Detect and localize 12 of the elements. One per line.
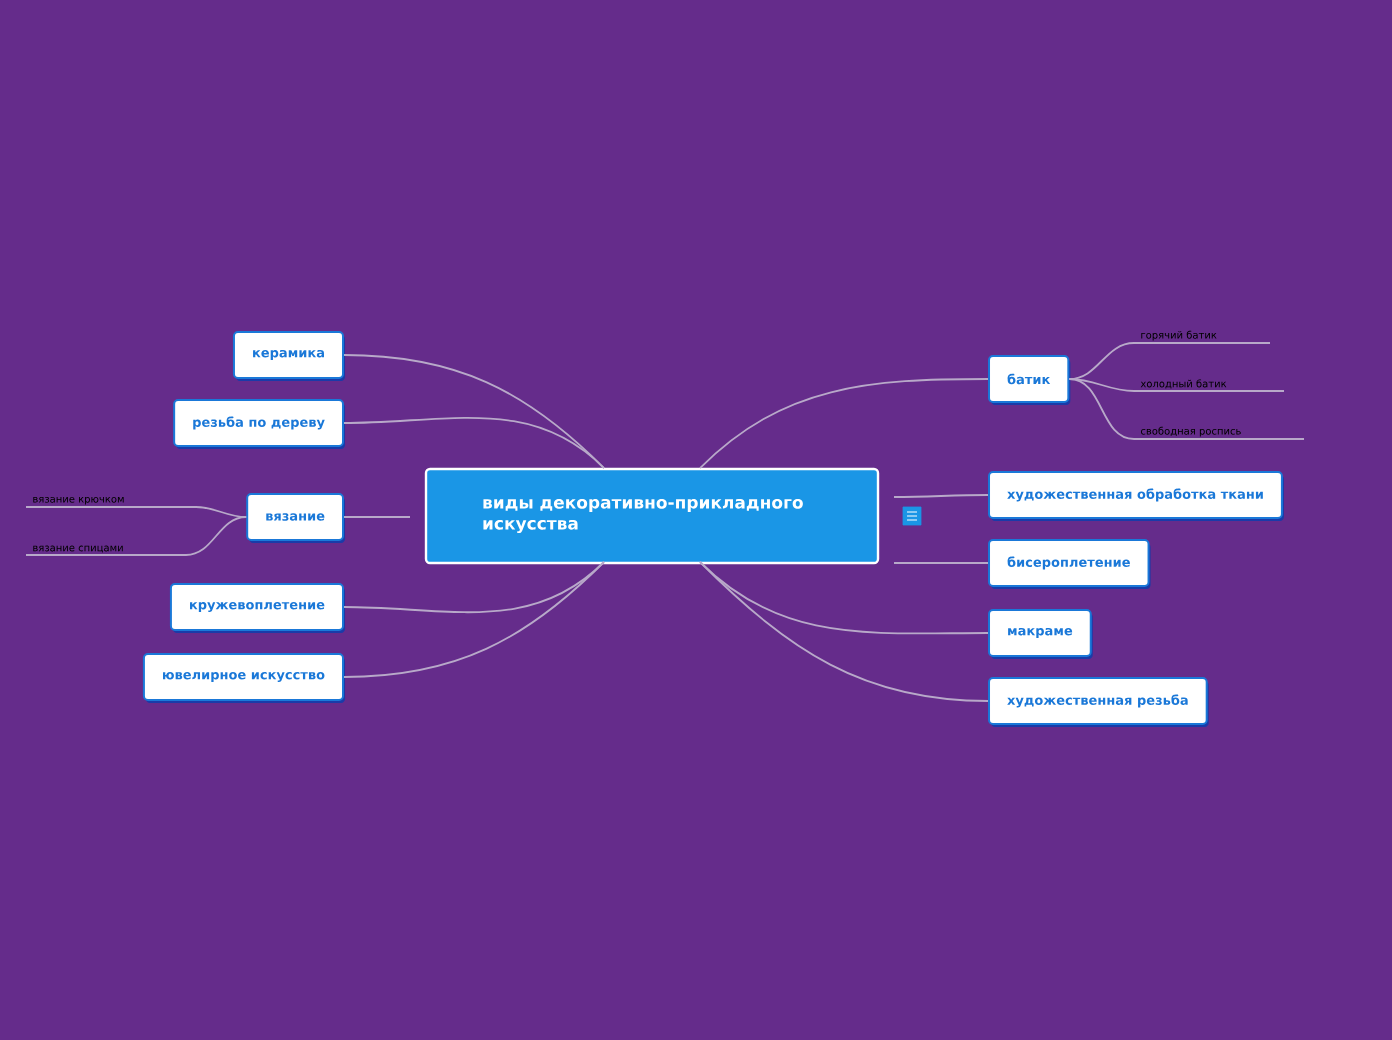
connector [343,354,605,469]
connector [1068,378,1305,440]
central-topic-box: виды декоративно-прикладного искусства [424,467,880,565]
connector [699,378,989,469]
connector [343,561,605,678]
connector [699,561,989,702]
connector [1068,378,1285,392]
connector [25,516,248,556]
connector [893,494,989,498]
connector [343,516,411,518]
connector [893,562,989,564]
connector [343,416,605,469]
